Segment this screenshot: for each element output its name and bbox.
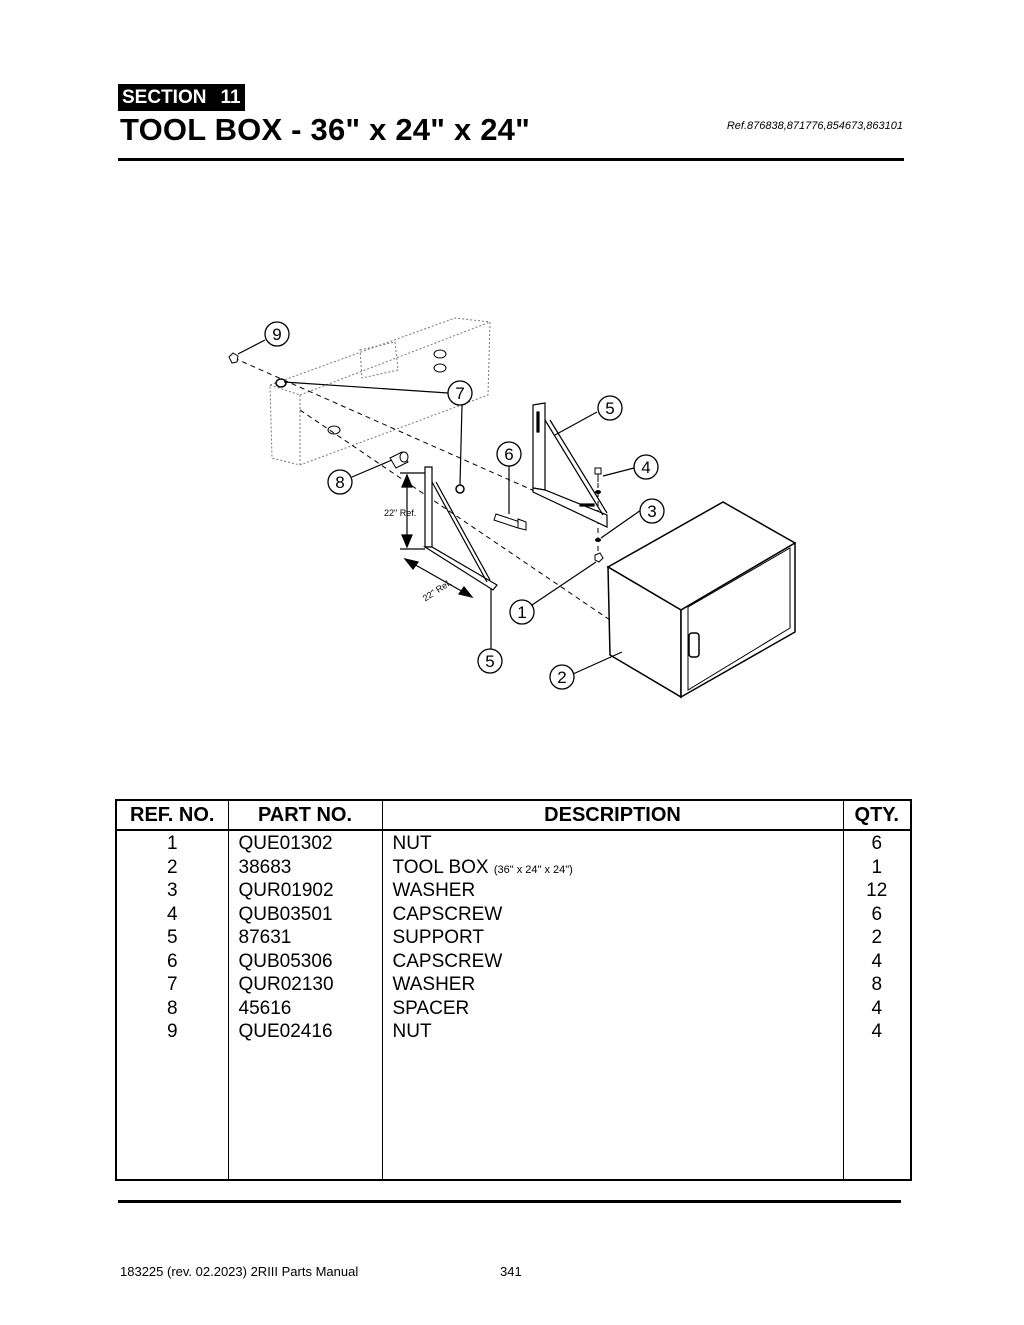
dimension-horizontal-label: 22" Ref.	[421, 577, 453, 603]
header-description: DESCRIPTION	[381, 800, 843, 831]
dimension-vertical-label: 22" Ref.	[384, 508, 416, 518]
table-cell-ref: 8	[166, 997, 178, 1019]
section-badge: SECTION 11	[118, 84, 245, 111]
table-cell-ref: 7	[166, 974, 178, 995]
svg-text:6: 6	[504, 445, 513, 464]
svg-text:8: 8	[335, 473, 344, 492]
table-cell-ref: 1	[166, 833, 178, 854]
table-cell-part: 87631	[238, 927, 292, 948]
dimension-horizontal	[403, 558, 474, 598]
table-cell-part: QUR02130	[238, 974, 334, 995]
section-number: 11	[220, 87, 241, 108]
header-qty: QTY.	[842, 800, 911, 831]
table-cell-ref: 6	[166, 950, 178, 972]
svg-text:4: 4	[641, 458, 650, 477]
table-cell-desc: TOOL BOX (36" x 24" x 24")	[392, 856, 573, 878]
table-cell-desc: NUT	[392, 1021, 432, 1042]
svg-text:9: 9	[272, 325, 281, 344]
table-cell-desc: WASHER	[392, 974, 476, 995]
table-cell-qty: 8	[871, 974, 883, 995]
table-cell-qty: 4	[871, 1021, 883, 1042]
table-cell-qty: 4	[871, 997, 883, 1019]
table-cell-part: QUE01302	[238, 833, 333, 854]
table-cell-part: 38683	[238, 856, 292, 878]
svg-text:5: 5	[485, 652, 494, 671]
table-cell-ref: 2	[166, 856, 178, 878]
svg-text:1: 1	[517, 603, 526, 622]
washer-part	[455, 484, 465, 494]
table-cell-part: QUE02416	[238, 1021, 333, 1042]
table-cell-desc: CAPSCREW	[392, 950, 503, 972]
footer-divider	[118, 1200, 901, 1203]
svg-text:5: 5	[605, 399, 614, 418]
table-cell-part: QUR01902	[238, 880, 334, 901]
table-cell-qty: 12	[866, 880, 888, 901]
callout-9: 9	[264, 321, 290, 347]
table-cell-desc: SPACER	[392, 997, 470, 1019]
table-cell-ref: 3	[166, 880, 178, 901]
callout-6: 6	[496, 441, 522, 467]
table-cell-desc: SUPPORT	[392, 927, 485, 948]
table-cell-ref: 9	[166, 1021, 178, 1042]
support-bracket-left	[422, 466, 498, 591]
header-part-no: PART NO.	[227, 800, 382, 831]
callout-7: 7	[447, 380, 473, 406]
table-cell-qty: 6	[871, 903, 883, 925]
table-cell-qty: 4	[871, 950, 883, 972]
table-cell-qty: 2	[871, 927, 883, 948]
callout-4: 4	[633, 454, 659, 480]
table-cell-ref: 4	[166, 903, 178, 925]
page-title: TOOL BOX - 36" x 24" x 24"	[120, 112, 530, 147]
table-cell-qty: 6	[871, 833, 883, 854]
callout-5-bottom: 5	[477, 648, 503, 674]
description-note: (36" x 24" x 24")	[493, 863, 573, 876]
washer-part	[275, 378, 287, 388]
small-capscrew-part	[594, 467, 602, 482]
reference-numbers: Ref.876838,871776,854673,863101	[726, 120, 903, 132]
callouts: 9 7 5 6 4 8 3 1 5 2	[264, 321, 665, 690]
assembly-lines	[233, 357, 611, 621]
callout-3: 3	[639, 498, 665, 524]
callout-8: 8	[327, 469, 353, 495]
page-number: 341	[500, 1264, 522, 1279]
table-cell-desc: NUT	[392, 833, 432, 854]
nut-part	[228, 352, 239, 364]
table-cell-desc: WASHER	[392, 880, 476, 901]
spacer-part	[389, 451, 409, 469]
document-id: 183225 (rev. 02.2023) 2RIII Parts Manual	[120, 1264, 359, 1279]
table-cell-part: QUB05306	[238, 950, 333, 972]
table-cell-desc: CAPSCREW	[392, 903, 503, 925]
leader-lines	[237, 339, 642, 675]
svg-text:3: 3	[647, 502, 656, 521]
capscrew-part	[493, 513, 527, 531]
callout-1: 1	[509, 599, 535, 625]
exploded-diagram: 22" Ref. 22" Ref. 9 7 5 6 4 8 3 1	[228, 317, 797, 699]
table-cell-part: QUB03501	[238, 903, 333, 925]
callout-5-top: 5	[597, 395, 623, 421]
callout-2: 2	[549, 664, 575, 690]
table-cell-qty: 1	[871, 856, 883, 878]
washer-part	[595, 490, 601, 494]
svg-text:2: 2	[557, 668, 566, 687]
frame-bolt-heads	[327, 349, 447, 435]
svg-text:7: 7	[455, 384, 464, 403]
header-ref-no: REF. NO.	[116, 800, 228, 831]
header-divider	[118, 158, 904, 161]
washer-part	[595, 538, 601, 542]
table-cell-ref: 5	[166, 927, 178, 948]
table-cell-part: 45616	[238, 997, 292, 1019]
support-bracket-right	[532, 402, 608, 528]
nut-part	[594, 552, 604, 563]
section-label: SECTION	[122, 87, 207, 108]
frame-rail	[269, 317, 491, 466]
tool-box-part	[606, 501, 797, 699]
dimension-vertical	[400, 472, 425, 550]
table-header-row: REF. NO. PART NO. DESCRIPTION QTY.	[116, 800, 911, 831]
